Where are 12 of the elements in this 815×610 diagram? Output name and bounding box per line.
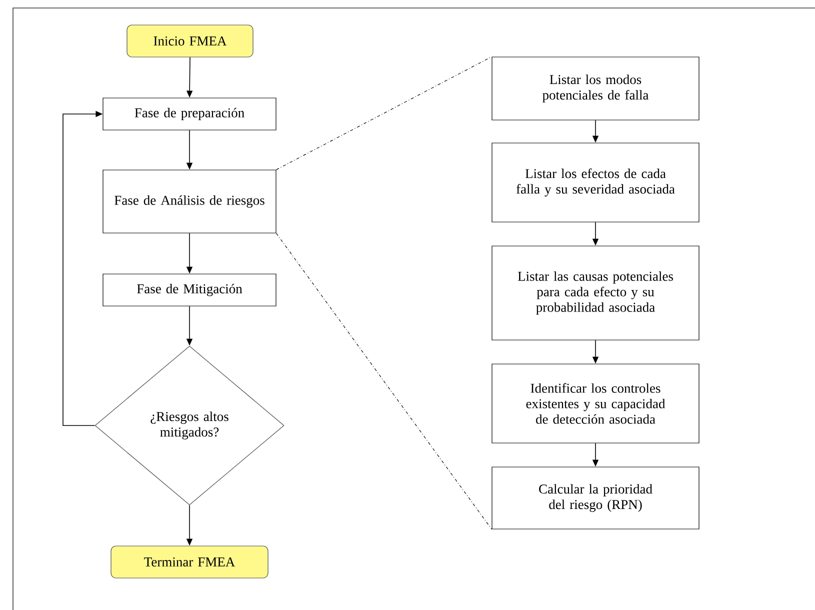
process-box: Identificar los controles existentes y su capacidad de detección asociada bbox=[492, 364, 700, 444]
terminal-box: Terminar FMEA bbox=[110, 546, 268, 578]
zoom-line bbox=[276, 233, 492, 530]
process-box: Fase de Mitigación bbox=[102, 274, 276, 306]
process-box: Listar los modos potenciales de falla bbox=[492, 56, 700, 120]
process-box: Fase de preparación bbox=[102, 98, 276, 130]
process-box: Listar los efectos de cada falla y su severidad asociada bbox=[492, 142, 700, 222]
zoom-line bbox=[276, 56, 492, 170]
process-box: Fase de Análisis de riesgos bbox=[102, 170, 276, 234]
process-box: Listar las causas potenciales para cada efecto y su probabilidad asociada bbox=[492, 246, 700, 340]
terminal-box: Inicio FMEA bbox=[126, 24, 254, 58]
process-box: Calcular la prioridad del riesgo (RPN) bbox=[492, 466, 700, 530]
